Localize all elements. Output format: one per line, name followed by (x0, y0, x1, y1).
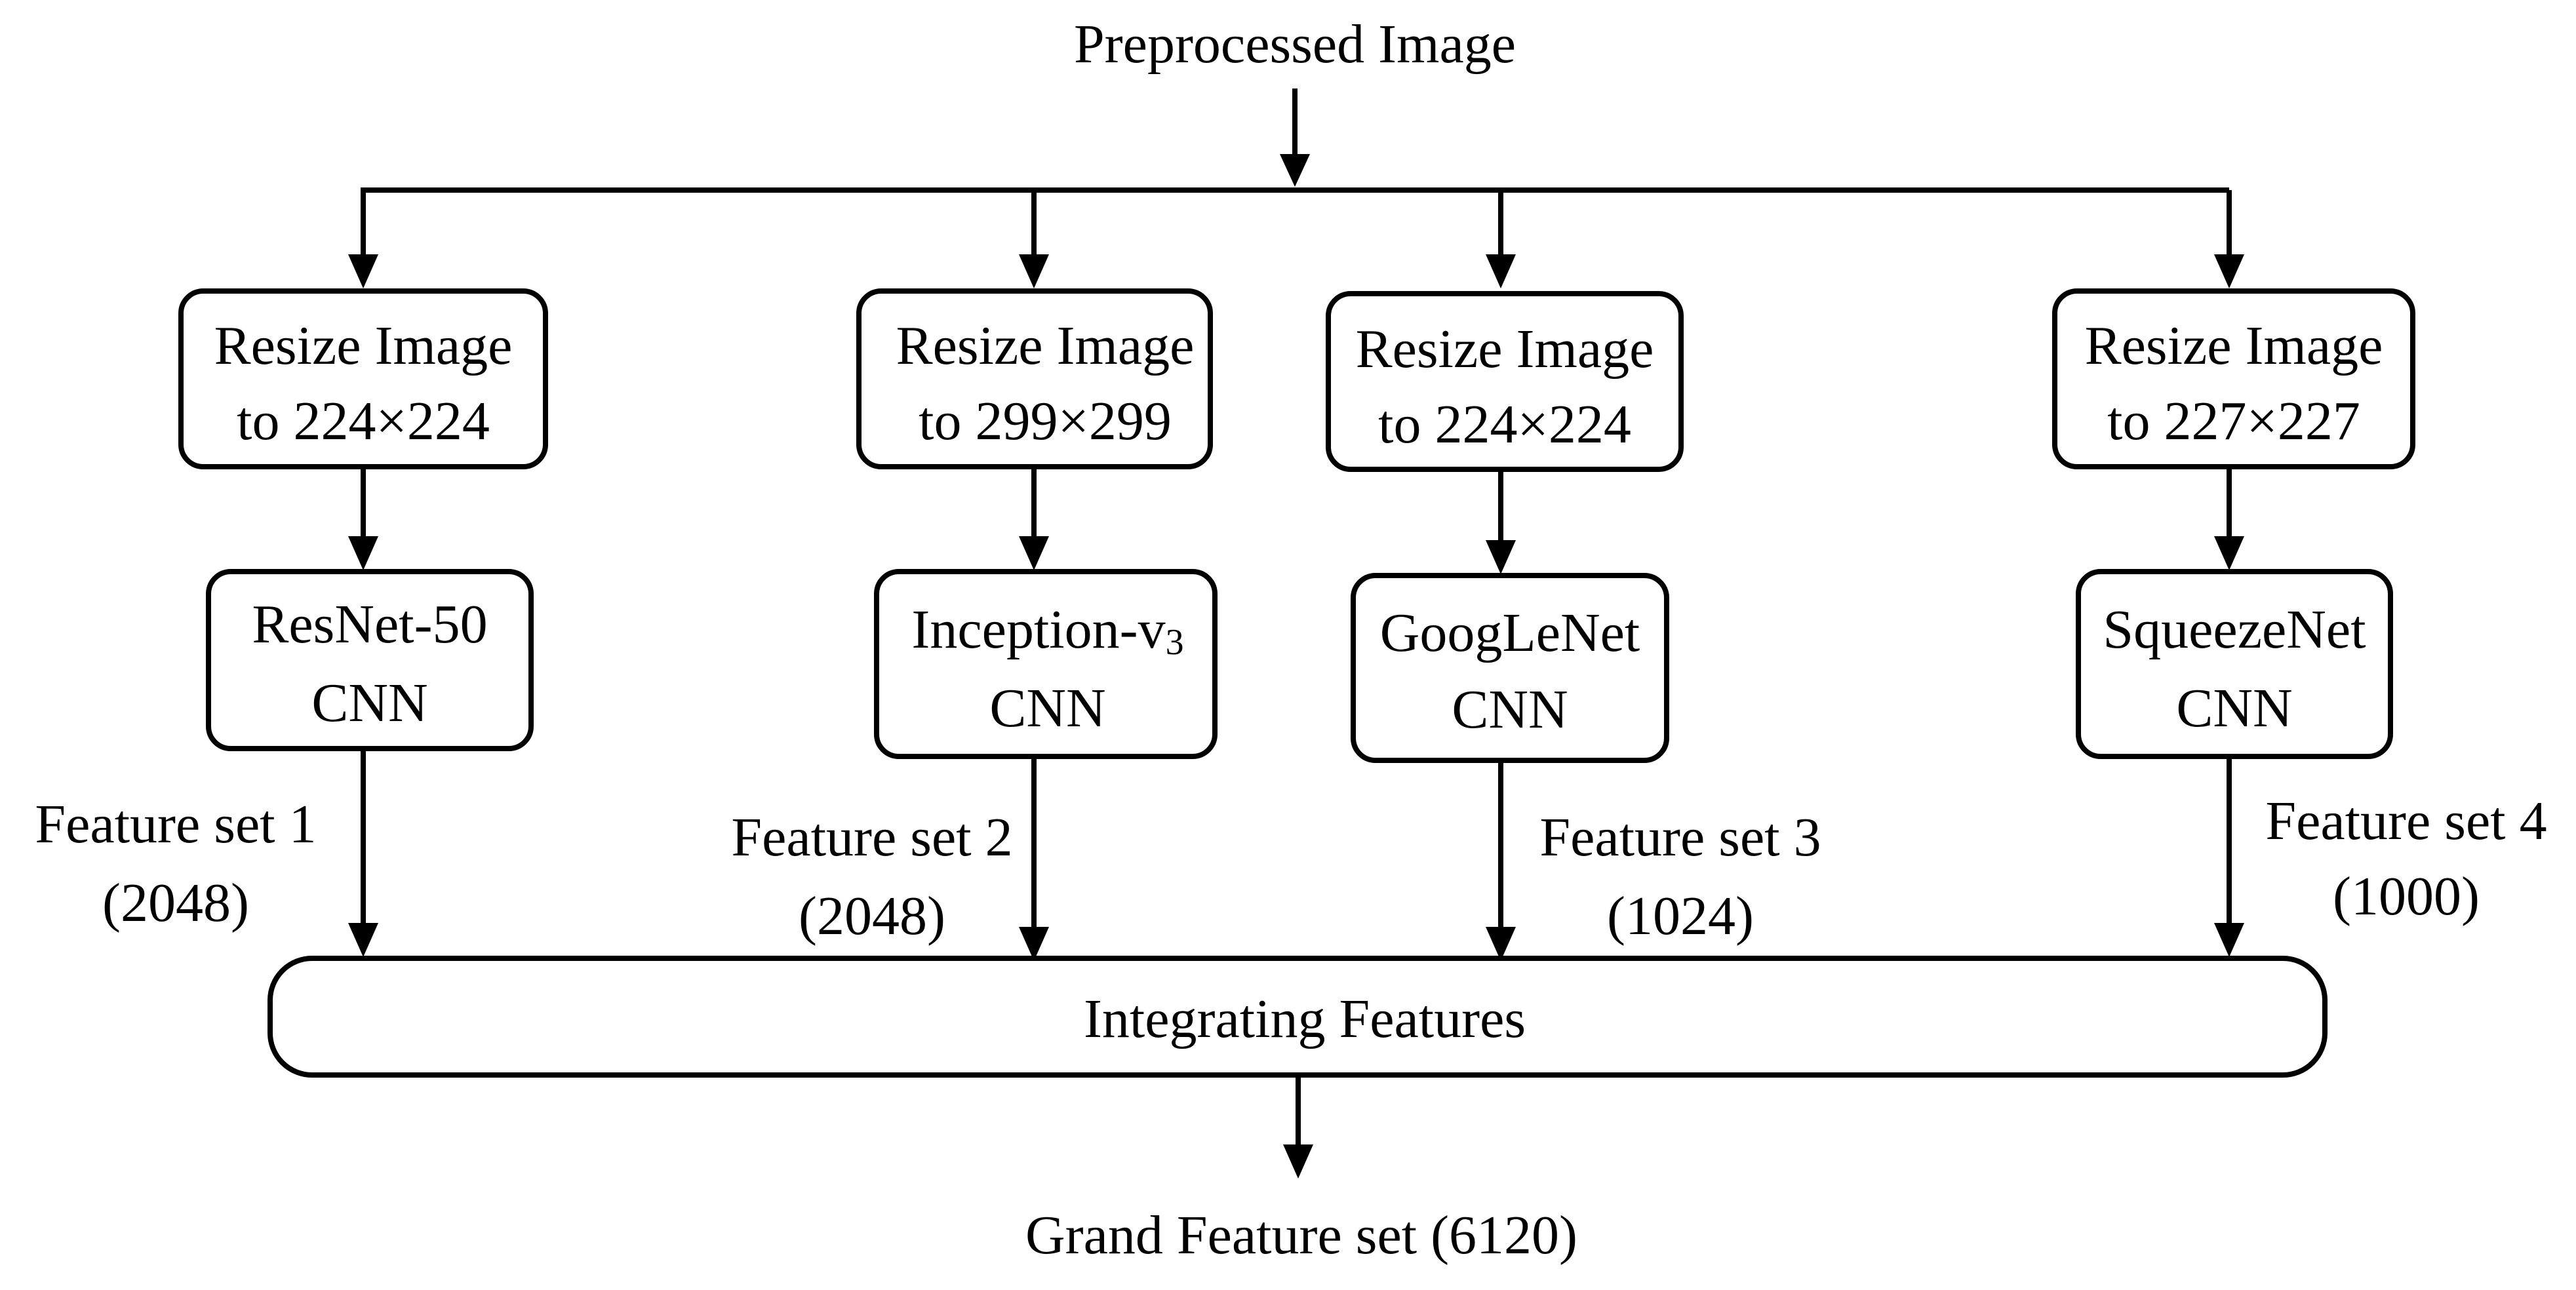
cnn-box-3-line2: CNN (1452, 679, 1568, 740)
output-label: Grand Feature set (6120) (1025, 1205, 1577, 1266)
branch-3-top-arrowhead (1486, 254, 1516, 288)
branch-4-mid-arrowhead (2214, 536, 2244, 570)
feature-label-3-line1: Feature set 3 (1539, 807, 1821, 868)
resize-box-4 (2052, 288, 2415, 469)
output-arrowhead (1283, 1144, 1313, 1179)
feature-label-1-line2: (2048) (102, 872, 249, 933)
branch-2-top-arrowhead (1019, 254, 1049, 288)
cnn-box-1-line2: CNN (311, 673, 427, 733)
cnn-box-1-line1: ResNet-50 (252, 594, 487, 655)
resize-box-2-line2: to 299×299 (919, 391, 1172, 452)
cnn-box-2-line1-sub: 3 (1166, 622, 1184, 663)
branch-1-bottom-arrowhead (348, 923, 378, 957)
resize-box-3 (1326, 291, 1684, 472)
branch-4-top-arrowhead (2214, 254, 2244, 288)
branch-4-bottom-arrowhead (2214, 923, 2244, 957)
resize-box-3-line2: to 224×224 (1378, 394, 1631, 455)
branch-3: Resize Image to 224×224 GoogLeNet CNN Fe… (1326, 291, 1821, 961)
resize-box-1-line1: Resize Image (214, 315, 513, 376)
cnn-box-2-line1-main: Inception-v (911, 599, 1165, 660)
feature-label-4-line2: (1000) (2333, 866, 2480, 927)
feature-label-4-line1: Feature set 4 (2265, 791, 2546, 851)
branch-1-mid-arrowhead (348, 536, 378, 570)
branch-2-mid-arrowhead (1019, 536, 1049, 570)
input-arrowhead (1280, 154, 1310, 187)
resize-box-2-line1: Resize Image (896, 315, 1195, 376)
resize-box-1-line2: to 224×224 (237, 391, 490, 452)
branch-4: Resize Image to 227×227 SqueezeNet CNN F… (2052, 288, 2547, 957)
resize-box-4-line1: Resize Image (2085, 315, 2383, 376)
cnn-box-2-line2: CNN (989, 678, 1105, 739)
branch-1-top-arrowhead (348, 254, 378, 288)
cnn-box-2 (874, 569, 1218, 759)
cnn-box-1 (206, 569, 534, 751)
feature-label-2-line1: Feature set 2 (731, 807, 1012, 868)
branch-2: Resize Image to 299×299 Inception-v3 CNN… (731, 288, 1218, 961)
cnn-box-3 (1351, 573, 1669, 763)
branch-1: Resize Image to 224×224 ResNet-50 CNN Fe… (35, 288, 548, 957)
branch-2-bottom-arrowhead (1019, 927, 1049, 961)
feature-label-1-line1: Feature set 1 (35, 794, 316, 855)
branch-3-mid-arrowhead (1486, 540, 1516, 574)
cnn-box-4-line1: SqueezeNet (2103, 599, 2366, 660)
cnn-box-2-line1: Inception-v3 (911, 599, 1183, 663)
branch-3-bottom-arrowhead (1486, 927, 1516, 961)
resize-box-3-line1: Resize Image (1356, 319, 1654, 380)
feature-label-2-line2: (2048) (799, 886, 945, 947)
resize-box-4-line2: to 227×227 (2107, 391, 2360, 452)
cnn-box-3-line1: GoogLeNet (1380, 602, 1640, 663)
input-label: Preprocessed Image (1074, 14, 1516, 75)
integrating-features-label: Integrating Features (1084, 988, 1526, 1049)
cnn-box-4-line2: CNN (2176, 678, 2292, 739)
cnn-box-4 (2076, 569, 2393, 759)
feature-label-3-line2: (1024) (1607, 886, 1754, 947)
